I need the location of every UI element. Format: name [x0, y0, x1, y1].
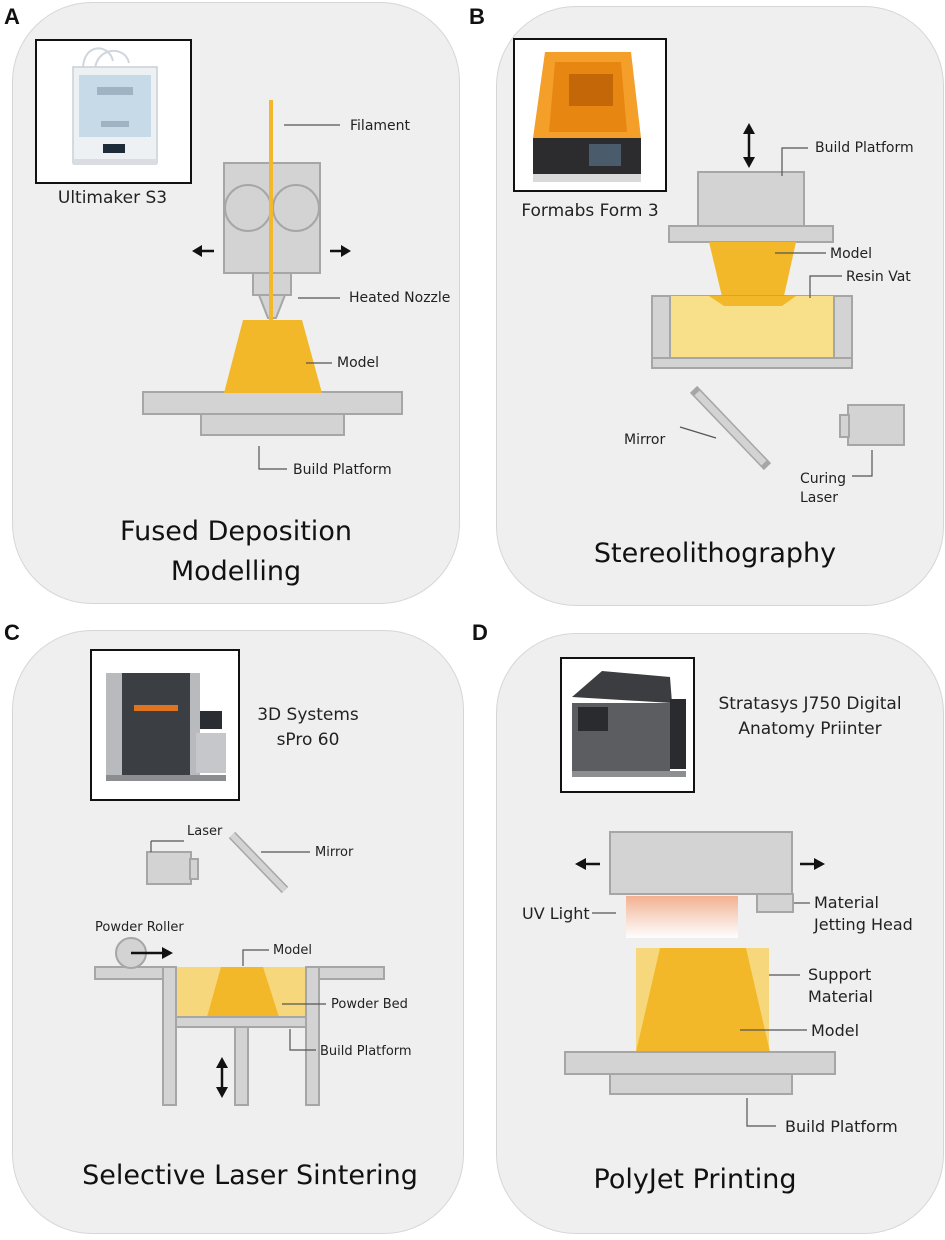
label-sls-powder-bed: Powder Bed [331, 997, 408, 1012]
panel-letter-d: D [472, 620, 488, 645]
label-fdm-heated-nozzle: Heated Nozzle [349, 290, 451, 306]
photo-ultimaker-s3 [35, 39, 192, 184]
label-sls-mirror: Mirror [315, 845, 354, 860]
label-sls-model: Model [273, 943, 313, 958]
label-sla-curing-laser-line2: Laser [800, 490, 839, 506]
label-polyjet-jetting-head: Material Jetting Head [814, 892, 913, 936]
polyjet-platform-base [609, 1073, 793, 1095]
label-sla-model: Model [830, 246, 873, 262]
label-fdm-build-platform: Build Platform [293, 462, 392, 478]
sla-platform-plate [668, 225, 834, 243]
fdm-diagram [142, 100, 403, 470]
sla-vat-bottom [651, 357, 853, 369]
title-fdm: Fused Deposition Modelling [60, 512, 412, 592]
label-sls-laser: Laser [187, 824, 223, 839]
title-sla: Stereolithography [593, 538, 837, 569]
panel-letter-a: A [4, 4, 20, 29]
printer-name-ultimaker: Ultimaker S3 [57, 188, 168, 208]
label-polyjet-uv-light: UV Light [522, 904, 590, 923]
label-sls-build-platform: Build Platform [320, 1044, 412, 1059]
polyjet-model [636, 948, 770, 1052]
fdm-filament [269, 100, 273, 320]
label-polyjet-support-material-line1: Support [808, 965, 872, 984]
photo-3d-systems-spro-60 [90, 649, 240, 801]
sls-model [207, 967, 279, 1017]
polyjet-uv-light [626, 896, 738, 938]
label-polyjet-support-material: Support Material [808, 964, 873, 1008]
printer-name-spro60-line1: 3D Systems [257, 705, 359, 725]
fdm-build-platform-base [200, 413, 345, 436]
label-polyjet-jetting-head-line1: Material [814, 893, 879, 912]
printer-name-j750: Stratasys J750 Digital Anatomy Priinter [700, 692, 920, 742]
printer-name-spro60-line2: sPro 60 [276, 730, 340, 750]
sls-piston [234, 1026, 249, 1106]
photo-formlabs-form-3 [513, 38, 667, 192]
printer-name-j750-line2: Anatomy Priinter [738, 719, 882, 739]
label-sla-curing-laser: Curing Laser [800, 470, 846, 508]
panel-letter-c: C [4, 620, 20, 645]
fdm-drive-gear-right [272, 184, 320, 232]
label-fdm-filament: Filament [350, 118, 411, 134]
fdm-drive-gear-left [224, 184, 272, 232]
printer-name-form3: Formabs Form 3 [521, 201, 659, 221]
polyjet-jetting-head [756, 893, 794, 913]
label-polyjet-build-platform: Build Platform [785, 1117, 898, 1136]
label-polyjet-jetting-head-line2: Jetting Head [814, 915, 913, 934]
polyjet-platform-top [564, 1051, 836, 1075]
sls-build-platform [175, 1016, 307, 1028]
sla-diagram [651, 123, 905, 477]
label-sla-resin-vat: Resin Vat [846, 269, 911, 285]
polyjet-print-head [609, 831, 793, 895]
sla-model [709, 242, 796, 305]
title-fdm-line2: Modelling [170, 556, 302, 587]
sls-right-wall [305, 966, 320, 1106]
label-sla-curing-laser-line1: Curing [800, 471, 847, 487]
label-polyjet-model: Model [811, 1021, 860, 1040]
title-polyjet: PolyJet Printing [593, 1164, 797, 1195]
polyjet-diagram [564, 831, 836, 1127]
label-polyjet-support-material-line2: Material [808, 987, 873, 1006]
photo-stratasys-j750 [560, 657, 695, 793]
sla-curing-laser [847, 404, 905, 446]
label-sla-build-platform: Build Platform [815, 140, 914, 156]
printer-name-j750-line1: Stratasys J750 Digital [718, 694, 902, 714]
printer-name-spro60: 3D Systems sPro 60 [248, 703, 368, 753]
title-fdm-line1: Fused Deposition [120, 516, 352, 547]
sls-diagram [94, 831, 385, 1106]
fdm-model [224, 320, 322, 393]
sls-laser [146, 851, 192, 885]
label-fdm-model: Model [337, 355, 380, 371]
panel-letter-b: B [469, 4, 485, 29]
sla-platform-head [697, 171, 805, 227]
label-sls-powder-roller: Powder Roller [95, 920, 184, 935]
title-sls: Selective Laser Sintering [82, 1160, 418, 1191]
fdm-build-platform-top [142, 391, 403, 415]
sla-resin [670, 296, 836, 358]
sls-left-wall [162, 966, 177, 1106]
label-sla-mirror: Mirror [624, 432, 666, 448]
